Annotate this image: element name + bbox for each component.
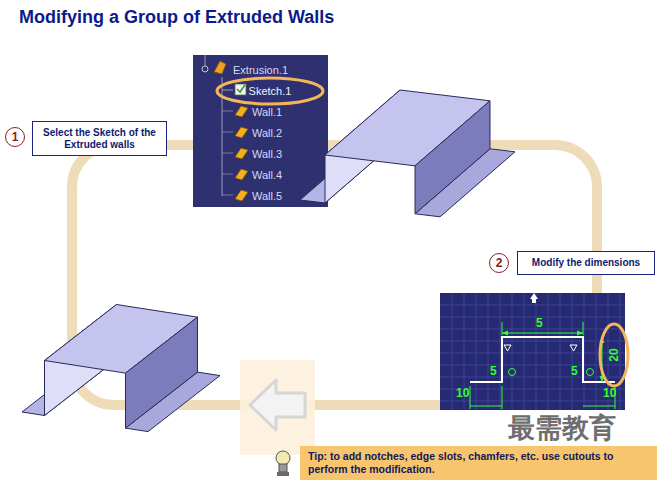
node-text: Tip: to add notches, edge slots, chamfer… [308,450,649,476]
node-text: 10 [456,386,469,400]
callout-number: 2 [496,257,503,269]
tip-box: Tip: to add notches, edge slots, chamfer… [300,446,657,480]
node-text: Wall.5 [252,189,282,203]
step-box: Modify the dimensions [517,251,655,275]
node-text: 20 [607,348,621,361]
sketch-panel: 5 5 10 5 10 20 [440,293,625,410]
node-text: Wall.2 [252,126,282,140]
watermark: 最需教育 [508,413,616,443]
callout-number: 1 [5,127,25,147]
highlight-ellipse: Sketch.1 [215,76,325,106]
node-text: 10 [603,386,616,400]
slide-title: Modifying a Group of Extruded Walls [19,6,334,28]
tip-icon [276,451,290,476]
node-text: Extrusion.1 [233,63,288,77]
spec-tree-panel: Extrusion.1Wall.1Wall.2Wall.3Wall.4Wall.… [193,55,328,207]
callout-number: 2 [489,253,509,273]
node-text: Modify the dimensions [532,257,640,269]
sheet-metal-part [300,90,515,217]
node-text: Wall.4 [252,168,282,182]
sketch-panel [440,293,625,410]
callout-number: 1 [12,131,19,143]
sheet-metal-part [22,305,220,432]
step-box: Select the Sketch of the Extruded walls [32,121,167,156]
return-arrow [240,360,315,455]
node-text: 5 [490,364,497,378]
node-text: 5 [536,316,543,330]
node-text: Wall.1 [252,105,282,119]
highlight-ellipse: 20 [598,322,630,388]
node-text: Wall.3 [252,147,282,161]
node-text: Select the Sketch of the Extruded walls [38,127,161,151]
node-text: 5 [571,364,578,378]
node-text: Sketch.1 [249,84,292,98]
spec-tree [193,55,328,207]
